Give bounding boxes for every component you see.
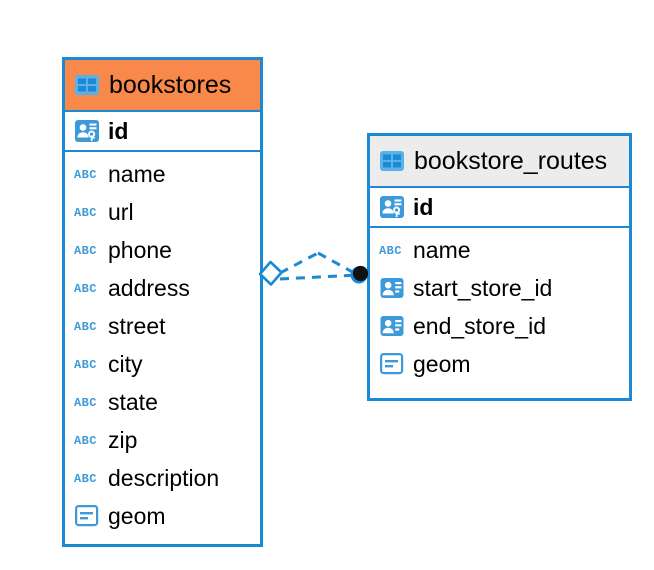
svg-text:ABC: ABC [74,472,97,485]
field-label-geom: geom [413,350,471,377]
entity-title-bookstore-routes: bookstore_routes [414,146,608,175]
relationship-connector-bookstores-to-bookstore-routes[interactable] [258,243,373,311]
field-row-id[interactable]: id [65,112,260,150]
field-list-bookstore-routes: ABC name start_store_id [370,228,629,383]
text-abc-icon: ABC [74,357,100,371]
field-row-description[interactable]: ABC description [65,459,260,497]
svg-text:ABC: ABC [74,244,97,257]
field-row-geom[interactable]: geom [65,497,260,535]
field-row-name[interactable]: ABC name [370,231,629,269]
field-row-state[interactable]: ABC state [65,383,260,421]
svg-text:ABC: ABC [74,282,97,295]
svg-text:ABC: ABC [74,206,97,219]
text-abc-icon: ABC [74,471,100,485]
table-icon [379,150,405,172]
svg-text:ABC: ABC [74,396,97,409]
text-abc-icon: ABC [74,281,100,295]
rhombus-marker [258,260,283,286]
primary-key-block-bookstore-routes: id [370,186,629,228]
entity-bookstore-routes[interactable]: bookstore_routes id [367,133,632,401]
text-abc-icon: ABC [74,205,100,219]
field-label-name: name [108,160,166,187]
field-row-zip[interactable]: ABC zip [65,421,260,459]
entity-header-bookstores[interactable]: bookstores [65,60,260,110]
field-label-street: street [108,312,166,339]
svg-text:ABC: ABC [379,244,402,257]
field-row-name[interactable]: ABC name [65,155,260,193]
field-row-geom[interactable]: geom [370,345,629,383]
field-label-url: url [108,198,134,225]
field-label-city: city [108,350,143,377]
field-label-end-store-id: end_store_id [413,312,546,339]
foreign-key-icon [379,313,405,339]
field-label-geom: geom [108,502,166,529]
field-label-id: id [413,193,434,220]
entity-header-bookstore-routes[interactable]: bookstore_routes [370,136,629,186]
text-abc-icon: ABC [74,319,100,333]
field-label-start-store-id: start_store_id [413,274,553,301]
field-row-phone[interactable]: ABC phone [65,231,260,269]
text-abc-icon: ABC [74,433,100,447]
field-label-zip: zip [108,426,138,453]
field-label-state: state [108,388,158,415]
filled-circle-marker [350,265,369,284]
text-abc-icon: ABC [74,395,100,409]
field-row-end-store-id[interactable]: end_store_id [370,307,629,345]
entity-title-bookstores: bookstores [109,70,232,99]
table-icon [74,74,100,96]
field-label-name: name [413,236,471,263]
field-row-start-store-id[interactable]: start_store_id [370,269,629,307]
field-row-street[interactable]: ABC street [65,307,260,345]
geometry-icon [379,352,405,376]
primary-key-icon [379,194,405,220]
foreign-key-icon [379,275,405,301]
field-label-id: id [108,117,129,144]
field-row-city[interactable]: ABC city [65,345,260,383]
primary-key-icon [74,118,100,144]
field-label-description: description [108,464,220,491]
field-label-address: address [108,274,190,301]
field-list-bookstores: ABC name ABC url ABC p [65,152,260,535]
field-row-address[interactable]: ABC address [65,269,260,307]
relationship-line [279,251,359,281]
text-abc-icon: ABC [74,243,100,257]
geometry-icon [74,504,100,528]
svg-text:ABC: ABC [74,320,97,333]
text-abc-icon: ABC [74,167,100,181]
svg-text:ABC: ABC [74,358,97,371]
field-row-url[interactable]: ABC url [65,193,260,231]
svg-text:ABC: ABC [74,434,97,447]
field-row-id[interactable]: id [370,188,629,226]
entity-bookstores[interactable]: bookstores id [62,57,263,547]
field-label-phone: phone [108,236,172,263]
text-abc-icon: ABC [379,243,405,257]
primary-key-block-bookstores: id [65,110,260,152]
svg-text:ABC: ABC [74,168,97,181]
